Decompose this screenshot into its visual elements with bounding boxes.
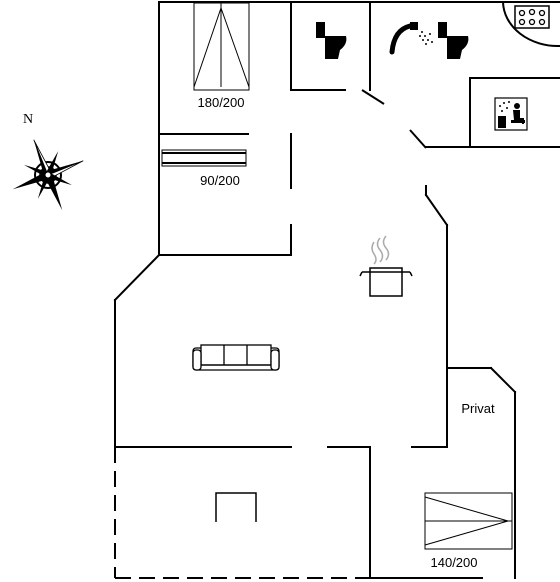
private-room-label: Privat xyxy=(461,401,495,416)
cooking-pot-icon xyxy=(359,235,413,297)
compass-rose-icon xyxy=(12,139,84,211)
sofa-icon xyxy=(192,344,280,371)
bed-label-90-200: 90/200 xyxy=(200,173,240,188)
whirlpool-icon xyxy=(514,5,550,29)
bed-label-140-200: 140/200 xyxy=(431,555,478,570)
bed-double-top: 180/200 xyxy=(193,2,250,110)
bed-double-bottom: 140/200 xyxy=(424,492,513,570)
toilet-icon xyxy=(438,22,469,59)
bed-single: 90/200 xyxy=(161,149,247,188)
compass: N xyxy=(12,112,84,211)
north-label: N xyxy=(23,112,33,127)
toilet-icon xyxy=(316,22,347,59)
sauna-icon xyxy=(494,97,528,131)
walls xyxy=(113,0,560,579)
terrace-outline xyxy=(114,447,370,579)
shower-icon xyxy=(389,22,433,55)
terrace-table xyxy=(215,492,257,522)
bed-label-180-200: 180/200 xyxy=(198,95,245,110)
